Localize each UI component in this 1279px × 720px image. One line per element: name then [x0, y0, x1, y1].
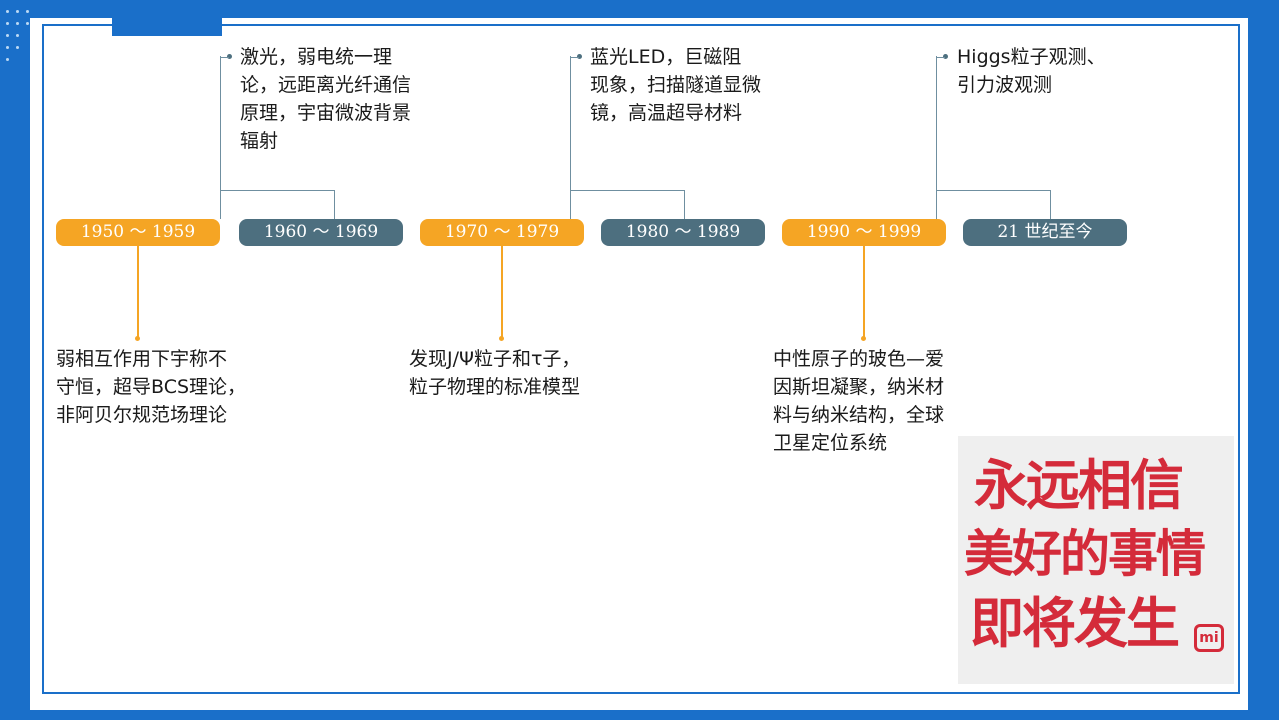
- slogan-line-2: 美好的事情: [964, 525, 1206, 583]
- connector-1960s: [220, 56, 335, 219]
- events-1980s: 蓝光LED，巨磁阻 现象，扫描隧道显微 镜，高温超导材料: [590, 46, 762, 124]
- connector-dot-1970s: [499, 336, 504, 341]
- decorative-dots-top-left: [0, 0, 40, 200]
- connector-1960s-bottom: [220, 190, 335, 219]
- connector-dot-21st-century: [943, 54, 948, 59]
- connector-1980s: [570, 56, 685, 219]
- slogan-image: 永远相信 美好的事情 即将发生 mi: [958, 436, 1234, 684]
- connector-1990s: [863, 246, 865, 338]
- connector-21st-century-bottom: [936, 190, 1051, 219]
- connector-dot-1960s: [227, 54, 232, 59]
- connector-1980s-bottom: [570, 190, 685, 219]
- connector-21st-century-tick: [936, 57, 945, 58]
- connector-dot-1990s: [861, 336, 866, 341]
- period-1970s: 1970 ～ 1979: [420, 219, 584, 246]
- events-1970s: 发现J/Ψ粒子和τ子， 粒子物理的标准模型: [409, 348, 581, 398]
- connector-1960s-tick: [220, 57, 229, 58]
- connector-1950s: [137, 246, 139, 338]
- period-1960s: 1960 ～ 1969: [239, 219, 403, 246]
- connector-1970s: [501, 246, 503, 338]
- slogan-line-3: 即将发生: [970, 592, 1180, 655]
- period-1950s: 1950 ～ 1959: [56, 219, 220, 246]
- events-1960s: 激光，弱电统一理 论，远距离光纤通信 原理，宇宙微波背景 辐射: [240, 46, 412, 152]
- connector-dot-1950s: [135, 336, 140, 341]
- connector-21st-century: [936, 56, 1051, 219]
- connector-1980s-tick: [570, 57, 579, 58]
- period-1980s: 1980 ～ 1989: [601, 219, 765, 246]
- connector-dot-1980s: [577, 54, 582, 59]
- period-1990s: 1990 ～ 1999: [782, 219, 946, 246]
- events-21st-century: Higgs粒子观测、 引力波观测: [957, 46, 1106, 96]
- events-1990s: 中性原子的玻色—爱 因斯坦凝聚，纳米材 料与纳米结构，全球 卫星定位系统: [773, 348, 945, 454]
- slogan-line-1: 永远相信: [974, 454, 1184, 517]
- mi-logo: mi: [1194, 624, 1224, 652]
- events-1950s: 弱相互作用下宇称不 守恒，超导BCS理论， 非阿贝尔规范场理论: [56, 348, 247, 426]
- period-21st-century: 21 世纪至今: [963, 219, 1127, 246]
- panel-top-band: [112, 18, 222, 36]
